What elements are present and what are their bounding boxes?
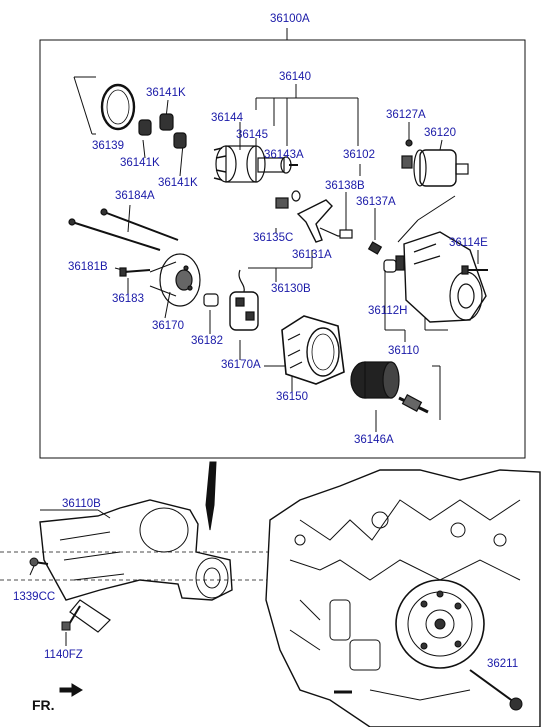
part-label-36130B[interactable]: 36130B (271, 283, 311, 295)
part-label-36131A[interactable]: 36131A (292, 249, 332, 261)
part-label-36120[interactable]: 36120 (424, 127, 456, 139)
part-label-36114E[interactable]: 36114E (449, 237, 488, 249)
front-arrow-icon (59, 683, 83, 697)
part-label-1339CC[interactable]: 1339CC (13, 591, 56, 603)
part-label-1140FZ[interactable]: 1140FZ (44, 649, 83, 661)
part-label-36110B[interactable]: 36110B (62, 498, 101, 510)
part-label-36137A[interactable]: 36137A (356, 196, 396, 208)
part-label-36140[interactable]: 36140 (279, 71, 311, 83)
exploded-view-frame (39, 39, 526, 459)
part-label-36141K-a[interactable]: 36141K (146, 87, 186, 99)
part-label-36135C[interactable]: 36135C (253, 232, 294, 244)
orientation-label: FR. (32, 697, 55, 713)
part-label-36170A[interactable]: 36170A (221, 359, 261, 371)
part-label-36143A[interactable]: 36143A (264, 149, 304, 161)
part-label-36211[interactable]: 36211 (487, 658, 519, 670)
part-label-36112H[interactable]: 36112H (368, 305, 408, 317)
part-label-36141K-c[interactable]: 36141K (158, 177, 198, 189)
part-label-36110[interactable]: 36110 (388, 345, 420, 357)
part-label-36150[interactable]: 36150 (276, 391, 308, 403)
assembly-label: 36100A (270, 13, 310, 25)
part-label-36181B[interactable]: 36181B (68, 261, 108, 273)
part-label-36141K-b[interactable]: 36141K (120, 157, 160, 169)
part-label-36138B[interactable]: 36138B (325, 180, 365, 192)
part-label-36127A[interactable]: 36127A (386, 109, 426, 121)
part-label-36146A[interactable]: 36146A (354, 434, 394, 446)
part-label-36170[interactable]: 36170 (152, 320, 184, 332)
part-label-36102[interactable]: 36102 (343, 149, 375, 161)
part-label-36183[interactable]: 36183 (112, 293, 144, 305)
part-label-36182[interactable]: 36182 (191, 335, 223, 347)
part-label-36144[interactable]: 36144 (211, 112, 243, 124)
part-label-36184A[interactable]: 36184A (115, 190, 155, 202)
ring-36139 (100, 83, 136, 131)
part-label-36145[interactable]: 36145 (236, 129, 268, 141)
part-label-36139[interactable]: 36139 (92, 140, 124, 152)
